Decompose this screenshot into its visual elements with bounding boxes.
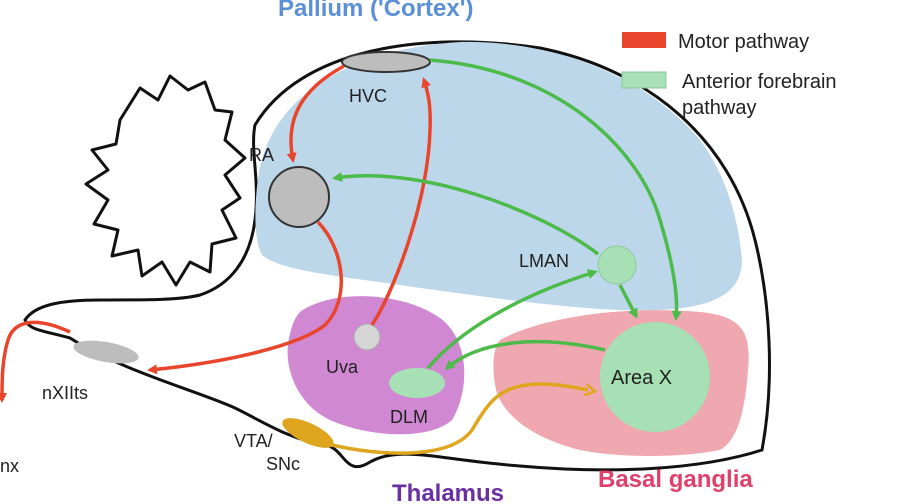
lman-label: LMAN bbox=[519, 251, 569, 271]
cerebellum-outline bbox=[84, 74, 247, 287]
ra-nucleus bbox=[268, 166, 330, 228]
ra-label: RA bbox=[249, 145, 274, 165]
ra-to-nxiits-arrow bbox=[147, 220, 343, 375]
brain-outline bbox=[23, 40, 771, 472]
dlm-to-lman-arrow bbox=[426, 269, 598, 370]
dlm-label: DLM bbox=[390, 407, 428, 427]
legend-afp-label-line1: Anterior forebrain bbox=[682, 71, 837, 93]
vta-label-line2: SNc bbox=[266, 454, 300, 474]
lman-to-ra-arrow bbox=[332, 172, 600, 256]
dlm-nucleus bbox=[389, 368, 445, 398]
pallium-region bbox=[255, 41, 742, 311]
thalamus-region bbox=[287, 296, 465, 435]
nxiits-nucleus bbox=[73, 340, 139, 364]
hvc-label: HVC bbox=[349, 86, 387, 106]
uva-nucleus bbox=[353, 323, 381, 351]
area-x-label: Area X bbox=[611, 367, 672, 389]
legend-afp-label-line2: pathway bbox=[682, 97, 757, 119]
vta-to-area-x-arrow bbox=[331, 382, 588, 455]
uva-to-hvc-arrow bbox=[370, 77, 432, 326]
pallium-title: Pallium ('Cortex') bbox=[278, 0, 473, 22]
uva-label: Uva bbox=[326, 357, 359, 377]
legend-motor-label: Motor pathway bbox=[678, 31, 809, 53]
area-x-to-dlm-arrow bbox=[444, 339, 606, 370]
vta-snc-nucleus bbox=[282, 418, 334, 448]
nxiits-label: nXIIts bbox=[42, 383, 88, 403]
vta-label-line1: VTA/ bbox=[234, 431, 273, 451]
basal-ganglia-title: Basal ganglia bbox=[598, 466, 753, 493]
hvc-nucleus bbox=[341, 51, 431, 73]
syrinx-label-fragment: nx bbox=[0, 456, 19, 476]
hvc-to-ra-arrow bbox=[286, 64, 345, 163]
legend-motor-swatch bbox=[622, 32, 666, 48]
hvc-to-area-x-arrow bbox=[429, 58, 682, 321]
lman-nucleus bbox=[597, 245, 637, 285]
nxiits-to-syrinx-arrow bbox=[0, 320, 71, 403]
legend-afp-swatch bbox=[621, 71, 667, 89]
lman-to-area-x-arrow bbox=[618, 284, 638, 319]
area-x-nucleus bbox=[600, 322, 710, 432]
thalamus-title: Thalamus bbox=[392, 480, 504, 504]
